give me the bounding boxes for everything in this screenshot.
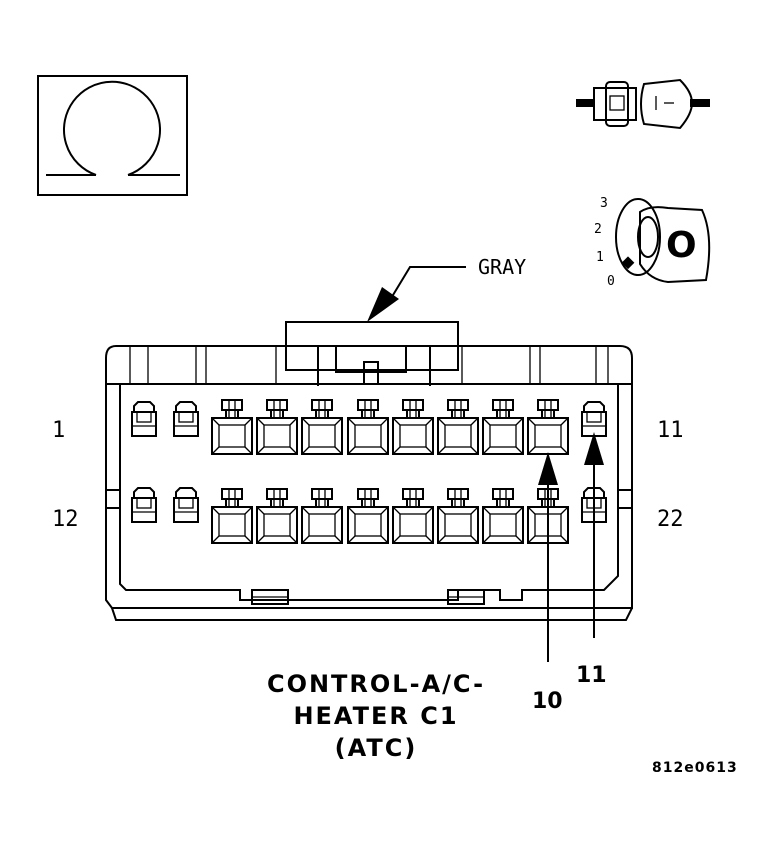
callout-label-11: 11 xyxy=(576,663,607,688)
cavity-6 xyxy=(347,399,389,455)
cavity-16 xyxy=(301,488,343,544)
cavity-17 xyxy=(347,488,389,544)
cavity-2 xyxy=(173,401,199,437)
connector-color-label: GRAY xyxy=(478,255,526,279)
cavity-1 xyxy=(131,401,157,437)
cavity-row-top xyxy=(131,399,607,455)
cavity-11 xyxy=(581,401,607,437)
cavity-3 xyxy=(211,399,253,455)
cavity-20 xyxy=(482,488,524,544)
cavity-13 xyxy=(173,487,199,523)
cavity-18 xyxy=(392,488,434,544)
cavity-8 xyxy=(437,399,479,455)
pin-label-12: 12 xyxy=(52,507,79,532)
cavity-15 xyxy=(256,488,298,544)
cavity-19 xyxy=(437,488,479,544)
pin-label-1: 1 xyxy=(52,418,65,443)
cavity-10 xyxy=(527,399,569,455)
ignition-position-3: 3 xyxy=(600,196,608,211)
cavity-14 xyxy=(211,488,253,544)
cavity-9 xyxy=(482,399,524,455)
ignition-position-1: 1 xyxy=(596,250,604,265)
ignition-position-0: 0 xyxy=(607,274,615,289)
cavity-4 xyxy=(256,399,298,455)
cavity-7 xyxy=(392,399,434,455)
callout-label-10: 10 xyxy=(532,689,563,714)
cavity-5 xyxy=(301,399,343,455)
cavity-12 xyxy=(131,487,157,523)
pin-label-22: 22 xyxy=(657,507,684,532)
connector-title-line-3: (ATC) xyxy=(335,734,418,762)
connector-title-line-1: CONTROL-A/C- xyxy=(267,670,485,698)
ohm-icon xyxy=(37,75,188,196)
pin-label-11: 11 xyxy=(657,418,684,443)
callout-arrow-10 xyxy=(538,452,558,662)
cavity-row-bottom xyxy=(131,487,607,544)
ignition-key-icon: 3 2 1 0 O xyxy=(594,196,711,289)
figure-id: 812e0613 xyxy=(652,760,738,776)
connector-icon xyxy=(576,78,710,130)
ignition-key-label: O xyxy=(666,225,697,266)
callout-arrow-11 xyxy=(584,432,604,638)
connector-title-line-2: HEATER C1 xyxy=(293,702,458,730)
ignition-position-2: 2 xyxy=(594,222,602,237)
connector-housing xyxy=(105,321,633,621)
